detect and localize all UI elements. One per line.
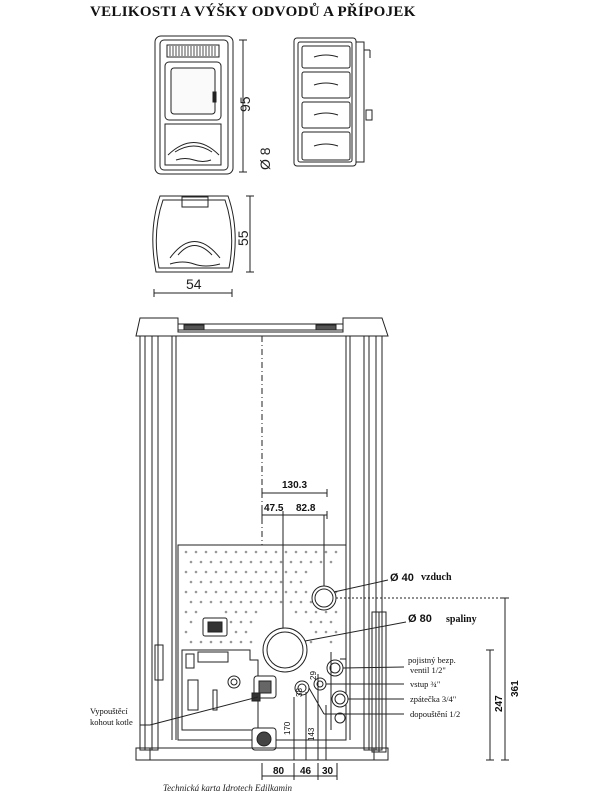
dim-29: 29 bbox=[309, 671, 318, 680]
dim-143: 143 bbox=[307, 727, 316, 741]
dimension-lines-small bbox=[293, 674, 327, 760]
dimension-lines-right bbox=[336, 597, 509, 761]
flue-diameter: Ø 80 bbox=[408, 613, 432, 625]
top-view-small bbox=[152, 195, 236, 273]
rear-view-large bbox=[135, 317, 389, 761]
dim-38: 38 bbox=[295, 688, 304, 697]
connection-leaders bbox=[308, 666, 405, 715]
dim-height-247: 247 bbox=[494, 695, 505, 712]
flue-leader bbox=[304, 621, 407, 642]
safety-valve-line1: pojistný bezp. bbox=[408, 655, 456, 665]
air-leader bbox=[333, 579, 389, 593]
dim-width-54 bbox=[153, 289, 233, 297]
dim-left-offset: 47.5 bbox=[264, 503, 284, 514]
safety-valve-line2: ventil 1/2" bbox=[410, 665, 446, 675]
dim-height-95 bbox=[239, 39, 247, 173]
inlet-label: vstup ¾" bbox=[410, 679, 440, 689]
dimension-lines-bottom bbox=[261, 763, 338, 780]
front-view-small bbox=[154, 35, 234, 175]
footer-credit: Technická karta Idrotech Edilkamin bbox=[163, 783, 293, 793]
side-view-small bbox=[293, 37, 373, 167]
drain-leader-b bbox=[149, 696, 259, 726]
dim-height-361: 361 bbox=[510, 680, 521, 697]
dim-depth-55 bbox=[246, 195, 254, 273]
flue-label: spaliny bbox=[446, 614, 477, 625]
perforation-grid bbox=[184, 550, 338, 644]
dim-right-offset: 82.8 bbox=[296, 503, 316, 514]
return-label: zpátečka 3/4" bbox=[410, 694, 456, 704]
page-title: VELIKOSTI A VÝŠKY ODVODŮ A PŘÍPOJEK bbox=[90, 4, 416, 20]
dim-bottom-30: 30 bbox=[322, 766, 334, 777]
flue-diameter-label: Ø 8 bbox=[257, 147, 273, 170]
height-label: 95 bbox=[237, 96, 253, 112]
drain-label-line2: kohout kotle bbox=[90, 717, 133, 727]
dimension-lines-top bbox=[261, 489, 328, 628]
dim-bottom-46: 46 bbox=[300, 766, 312, 777]
drain-label-line1: Vypouštěcí bbox=[90, 706, 128, 716]
depth-label: 55 bbox=[235, 230, 251, 246]
air-label: vzduch bbox=[421, 572, 452, 583]
refill-label: dopouštění 1/2 bbox=[410, 709, 460, 719]
dim-total-width: 130.3 bbox=[282, 480, 307, 491]
width-label: 54 bbox=[186, 276, 202, 292]
air-diameter: Ø 40 bbox=[390, 572, 414, 584]
dim-170: 170 bbox=[283, 721, 292, 735]
dim-bottom-80: 80 bbox=[273, 766, 285, 777]
